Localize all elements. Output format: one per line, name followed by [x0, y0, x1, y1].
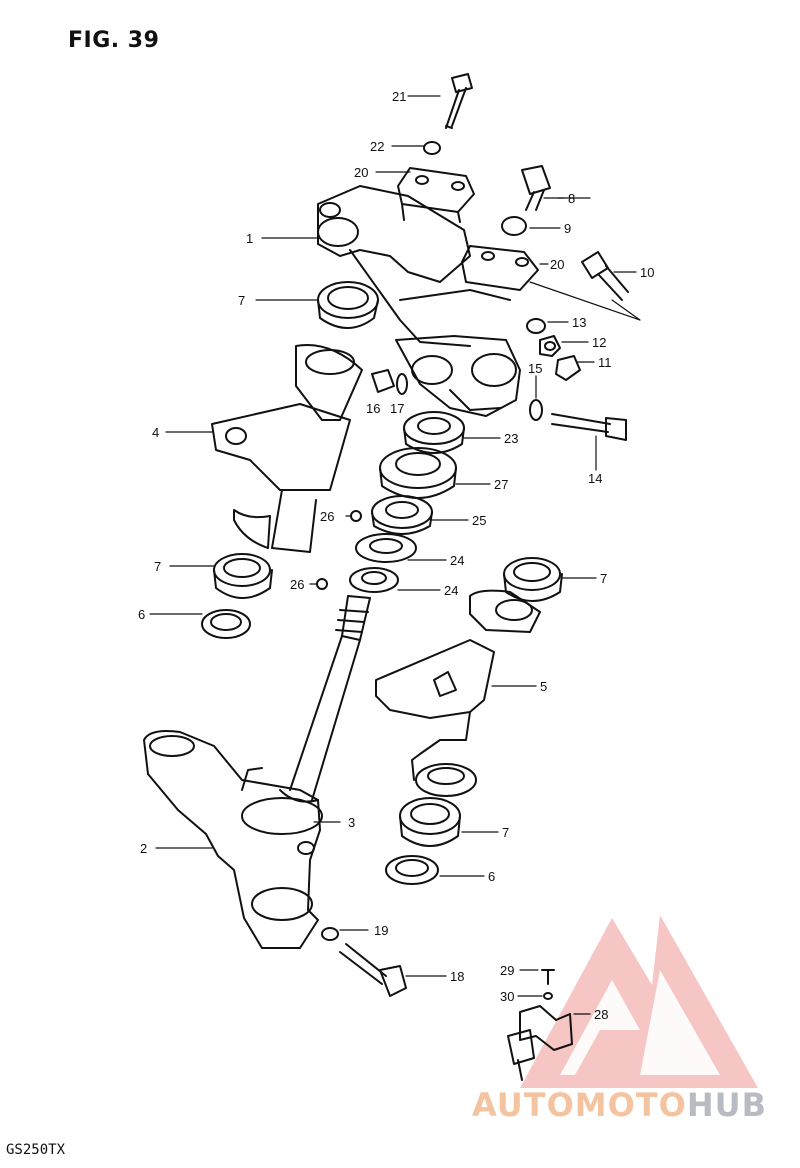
watermark-text: AUTOMOTOHUB — [472, 1086, 767, 1124]
callout-14: 14 — [588, 471, 602, 486]
seal-7-left — [213, 553, 273, 599]
callout-3: 3 — [348, 815, 355, 830]
cap-nut-16 — [371, 369, 395, 393]
callout-25: 25 — [472, 513, 486, 528]
callout-4: 4 — [152, 425, 159, 440]
callout-26: 26 — [320, 509, 334, 524]
callout-16: 16 — [366, 401, 380, 416]
seal-7-upper — [317, 281, 379, 329]
callout-24: 24 — [450, 553, 464, 568]
cap-nut-11 — [555, 355, 581, 381]
callout-20: 20 — [550, 257, 564, 272]
callout-30: 30 — [500, 989, 514, 1004]
callout-24: 24 — [444, 583, 458, 598]
steering-stem-3 — [279, 595, 371, 803]
bolt-8 — [521, 165, 551, 211]
bolt-10 — [581, 251, 629, 301]
callout-29: 29 — [500, 963, 514, 978]
upper-bracket-1 — [317, 185, 511, 347]
bolt-18 — [339, 943, 407, 997]
callout-7: 7 — [502, 825, 509, 840]
bearing-23 — [403, 411, 465, 454]
callout-21: 21 — [392, 89, 406, 104]
callout-2: 2 — [140, 841, 147, 856]
callout-5: 5 — [540, 679, 547, 694]
ring-6-right — [385, 855, 439, 885]
figure-title: FIG. 39 — [68, 28, 160, 53]
washer-15 — [529, 399, 543, 421]
ball-26-lower — [316, 578, 328, 590]
callout-1: 1 — [246, 231, 253, 246]
callout-26: 26 — [290, 577, 304, 592]
leader-lines — [149, 95, 641, 1015]
ball-race-24-upper — [355, 533, 417, 563]
washer-17 — [396, 373, 408, 395]
callout-20: 20 — [354, 165, 368, 180]
callout-27: 27 — [494, 477, 508, 492]
seal-7-right-upper — [503, 557, 563, 602]
callout-17: 17 — [390, 401, 404, 416]
callout-13: 13 — [572, 315, 586, 330]
handlebar-holder-lower — [461, 245, 539, 291]
callout-6: 6 — [488, 869, 495, 884]
lower-bracket-2 — [143, 730, 323, 949]
bolt-14 — [551, 413, 627, 441]
headlight-bracket-4 — [211, 344, 363, 553]
washer-13 — [526, 318, 546, 334]
washer-9 — [501, 216, 527, 236]
callout-23: 23 — [504, 431, 518, 446]
washer-19 — [321, 927, 339, 941]
model-code: GS250TX — [6, 1142, 66, 1158]
callout-11: 11 — [598, 355, 612, 370]
bolt-21 — [445, 73, 473, 129]
seal-7-right-lower — [399, 797, 461, 847]
watermark-logo — [520, 915, 758, 1088]
bearing-25 — [371, 495, 433, 535]
watermark-part2: HUB — [686, 1086, 768, 1124]
ball-26-upper — [350, 510, 362, 522]
ring-6-left — [201, 609, 251, 639]
callout-19: 19 — [374, 923, 388, 938]
headlight-bracket-5 — [375, 589, 541, 797]
callout-18: 18 — [450, 969, 464, 984]
callout-12: 12 — [592, 335, 606, 350]
handlebar-holder-upper — [397, 167, 475, 223]
callout-7: 7 — [238, 293, 245, 308]
callout-22: 22 — [370, 139, 384, 154]
callout-28: 28 — [594, 1007, 608, 1022]
ball-race-24-lower — [349, 567, 399, 593]
callout-8: 8 — [568, 191, 575, 206]
bearing-race-27 — [379, 447, 457, 499]
washer-30 — [543, 992, 553, 1000]
callout-7: 7 — [600, 571, 607, 586]
nut-12 — [539, 335, 561, 357]
callout-10: 10 — [640, 265, 654, 280]
screw-29 — [541, 969, 555, 985]
callout-15: 15 — [528, 361, 542, 376]
bracket-lower-clamp — [395, 335, 521, 417]
steering-lock-28 — [507, 1005, 573, 1081]
callout-6: 6 — [138, 607, 145, 622]
washer-22 — [423, 141, 441, 155]
callout-7: 7 — [154, 559, 161, 574]
watermark-part1: AUTOMOTO — [472, 1086, 687, 1124]
callout-9: 9 — [564, 221, 571, 236]
